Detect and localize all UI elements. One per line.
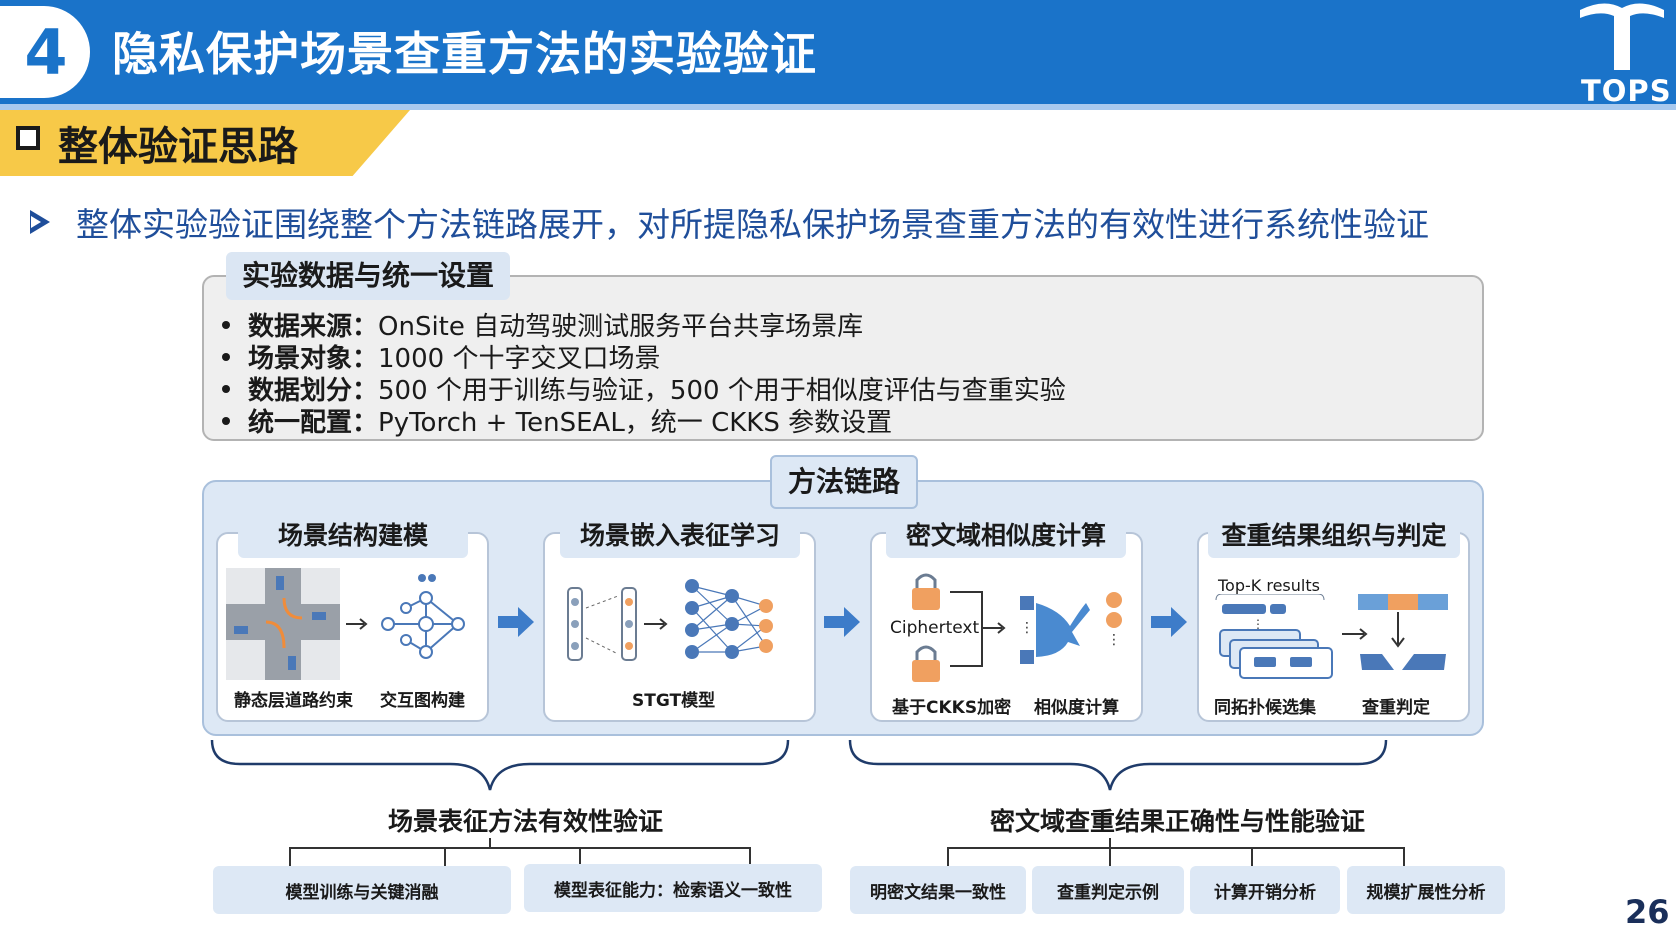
setting-key: 场景对象：	[248, 344, 379, 374]
setting-key: 数据划分：	[248, 376, 379, 406]
setting-value: OnSite 自动驾驶测试服务平台共享场景库	[378, 312, 864, 342]
stage-title: 场景结构建模	[238, 514, 468, 558]
verification-item: 查重判定示例	[1032, 866, 1184, 914]
verification-tree-lines	[289, 838, 1405, 868]
banner-underline	[0, 104, 1676, 110]
dedup-results-icon: ⋮	[1215, 594, 1448, 679]
section-number-badge: 4	[0, 6, 90, 98]
setting-key: 统一配置：	[248, 408, 379, 438]
stage-caption: 查重判定	[1362, 698, 1430, 718]
stage-caption: 相似度计算	[1034, 698, 1119, 718]
stage-caption: 静态层道路约束	[234, 691, 353, 711]
neural-network-icon	[567, 579, 773, 661]
settings-panel	[202, 275, 1484, 441]
topk-label: Top-K results	[1218, 576, 1320, 595]
page-title: 隐私保护场景查重方法的实验验证	[112, 27, 817, 81]
settings-title: 实验数据与统一设置	[226, 252, 511, 300]
stage-caption: 同拓扑候选集	[1214, 698, 1316, 718]
logo-text: TOPS	[1581, 74, 1672, 108]
stage-caption: STGT模型	[632, 691, 716, 711]
setting-item: 场景对象：1000 个十字交叉口场景	[222, 338, 660, 375]
stage-caption: 交互图构建	[380, 691, 465, 711]
subheading-band	[0, 110, 410, 176]
setting-item: 数据划分：500 个用于训练与验证，500 个用于相似度评估与查重实验	[222, 370, 1066, 407]
stage-title: 场景嵌入表征学习	[560, 514, 800, 558]
svg-text:⋮: ⋮	[1020, 620, 1034, 636]
setting-key: 数据来源：	[248, 312, 379, 342]
tops-logo-icon	[1580, 3, 1664, 71]
method-chain-title: 方法链路	[770, 455, 919, 509]
title-banner	[0, 0, 1676, 107]
verification-item: 模型表征能力：检索语义一致性	[524, 864, 822, 912]
flow-arrow-icon	[824, 607, 860, 637]
flow-arrow-icon	[1151, 607, 1187, 637]
subheading: 整体验证思路	[58, 124, 298, 170]
encrypted-similarity-icon: ⋮ ⋮	[912, 573, 1122, 682]
intro-text: 整体实验验证围绕整个方法链路展开，对所提隐私保护场景查重方法的有效性进行系统性验…	[76, 205, 1429, 244]
verification-title-left: 场景表征方法有效性验证	[388, 807, 664, 836]
setting-item: 统一配置：PyTorch + TenSEAL，统一 CKKS 参数设置	[222, 402, 892, 439]
setting-value: 1000 个十字交叉口场景	[378, 344, 661, 374]
checkbox-square-icon	[16, 126, 40, 150]
stage-title: 查重结果组织与判定	[1208, 514, 1460, 558]
verification-item: 模型训练与关键消融	[213, 866, 511, 914]
stage-card-dedup	[1197, 532, 1470, 722]
setting-item: 数据来源：OnSite 自动驾驶测试服务平台共享场景库	[222, 306, 863, 343]
svg-text:⋮: ⋮	[1252, 617, 1264, 631]
stage-caption: 基于CKKS加密	[892, 698, 1012, 718]
verification-item: 规模扩展性分析	[1347, 866, 1505, 914]
stage-card-ciphertext	[870, 532, 1143, 722]
grouping-braces	[210, 739, 1388, 791]
ciphertext-label: Ciphertext	[890, 618, 980, 638]
page-number: 26	[1625, 893, 1670, 931]
verification-item: 明密文结果一致性	[850, 866, 1026, 914]
flow-arrow-icon	[498, 607, 534, 637]
stage-title: 密文域相似度计算	[886, 514, 1126, 558]
verification-item: 计算开销分析	[1190, 866, 1340, 914]
verification-title-right: 密文域查重结果正确性与性能验证	[990, 807, 1366, 836]
svg-text:⋮: ⋮	[1107, 632, 1121, 648]
setting-value: PyTorch + TenSEAL，统一 CKKS 参数设置	[378, 408, 893, 438]
setting-value: 500 个用于训练与验证，500 个用于相似度评估与查重实验	[378, 376, 1066, 406]
bullet-arrow-inner	[31, 216, 41, 228]
intersection-graph-icon	[226, 568, 465, 680]
